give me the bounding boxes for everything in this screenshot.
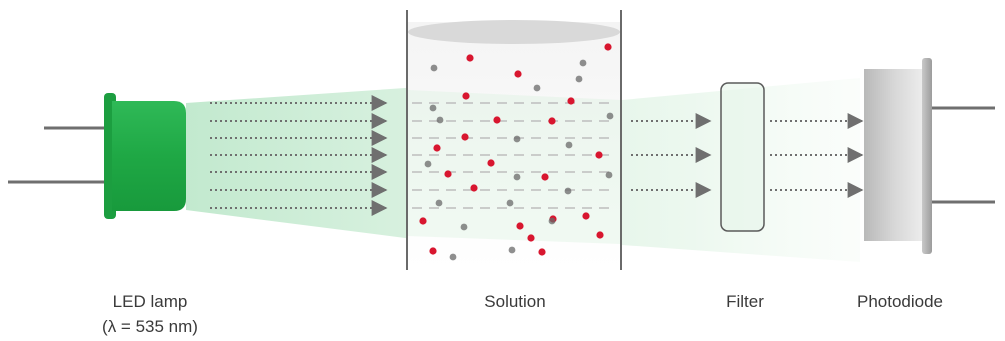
- gray-particle: [606, 112, 614, 120]
- gray-particle: [513, 173, 521, 181]
- gray-particle: [424, 160, 432, 168]
- red-particle: [604, 43, 612, 51]
- gray-particle: [564, 187, 572, 195]
- filter: [720, 82, 765, 232]
- gray-particle: [436, 116, 444, 124]
- solution-particles: [419, 43, 614, 261]
- red-particle: [466, 54, 474, 62]
- transmitted-light-arrows: [631, 113, 864, 198]
- red-particle: [514, 70, 522, 78]
- led-leads: [8, 126, 104, 184]
- red-particle: [470, 184, 478, 192]
- wavelength-label: (λ = 535 nm): [102, 317, 198, 336]
- red-particle: [462, 92, 470, 100]
- red-particle: [444, 170, 452, 178]
- red-particle: [541, 173, 549, 181]
- solution-label: Solution: [484, 292, 546, 311]
- gray-particle: [548, 217, 556, 225]
- led-lamp-label: LED lamp: [112, 292, 188, 311]
- red-particle: [596, 231, 604, 239]
- gray-particle: [506, 199, 514, 207]
- incoming-light-arrows: [210, 95, 388, 216]
- light-paths-in-solution: [412, 102, 616, 209]
- red-particle: [538, 248, 546, 256]
- gray-particle: [579, 59, 587, 67]
- photodiode-label: Photodiode: [856, 292, 944, 311]
- photodiode: [864, 58, 995, 254]
- red-particle: [461, 133, 469, 141]
- led-lamp: [104, 93, 186, 219]
- gray-particle: [435, 199, 443, 207]
- red-particle: [595, 151, 603, 159]
- gray-particle: [565, 141, 573, 149]
- red-particle: [567, 97, 575, 105]
- filter-label: Filter: [726, 292, 764, 311]
- red-particle: [487, 159, 495, 167]
- red-particle: [433, 144, 441, 152]
- red-particle: [429, 247, 437, 255]
- gray-particle: [513, 135, 521, 143]
- gray-particle: [430, 64, 438, 72]
- red-particle: [493, 116, 501, 124]
- gray-particle: [533, 84, 541, 92]
- red-particle: [582, 212, 590, 220]
- gray-particle: [605, 171, 613, 179]
- liquid-surface: [408, 20, 620, 44]
- red-particle: [516, 222, 524, 230]
- red-particle: [527, 234, 535, 242]
- red-particle: [419, 217, 427, 225]
- gray-particle: [575, 75, 583, 83]
- gray-particle: [449, 253, 457, 261]
- gray-particle: [460, 223, 468, 231]
- red-particle: [548, 117, 556, 125]
- gray-particle: [429, 104, 437, 112]
- gray-particle: [508, 246, 516, 254]
